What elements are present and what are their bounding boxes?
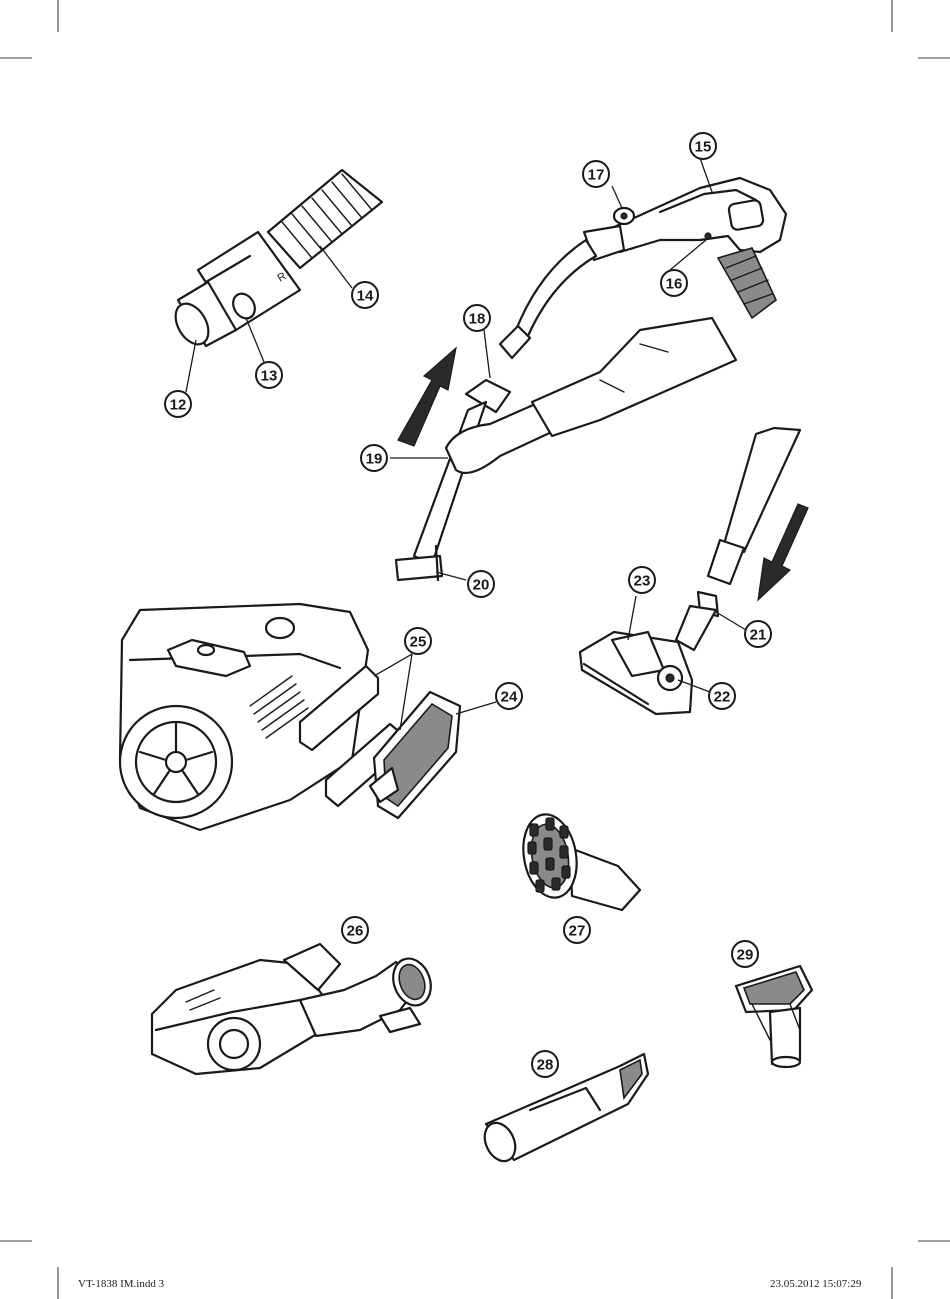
callout-29: 29: [732, 941, 758, 967]
svg-text:15: 15: [695, 139, 712, 156]
footer-timestamp: 23.05.2012 15:07:29: [770, 1278, 861, 1290]
callout-28: 28: [532, 1051, 558, 1077]
svg-text:16: 16: [666, 276, 683, 293]
callout-24: 24: [496, 683, 522, 709]
callout-12: 12: [165, 391, 191, 417]
svg-text:14: 14: [357, 288, 374, 305]
svg-text:24: 24: [501, 689, 518, 706]
floor-brush-illustration: [580, 428, 808, 714]
callout-23: 23: [629, 567, 655, 593]
turbo-brush-illustration: [152, 944, 437, 1074]
hose-connector-illustration: R: [169, 170, 382, 350]
callout-25: 25: [405, 628, 431, 654]
upholstery-nozzle-illustration: [736, 966, 812, 1067]
callout-16: 16: [661, 270, 687, 296]
svg-text:20: 20: [473, 577, 490, 594]
svg-text:25: 25: [410, 634, 427, 651]
svg-text:28: 28: [537, 1057, 554, 1074]
svg-text:21: 21: [750, 627, 767, 644]
callout-22: 22: [709, 683, 735, 709]
svg-text:19: 19: [366, 451, 383, 468]
callout-13: 13: [256, 362, 282, 388]
svg-text:26: 26: [347, 923, 364, 940]
svg-text:13: 13: [261, 368, 278, 385]
svg-text:23: 23: [634, 573, 651, 590]
svg-text:17: 17: [588, 167, 605, 184]
svg-text:18: 18: [469, 311, 486, 328]
callout-17: 17: [583, 161, 609, 187]
svg-text:27: 27: [569, 923, 586, 940]
callout-27: 27: [564, 917, 590, 943]
callout-20: 20: [468, 571, 494, 597]
callout-18: 18: [464, 305, 490, 331]
svg-text:12: 12: [170, 397, 187, 414]
footer-filename: VT-1838 IM.indd 3: [78, 1278, 164, 1290]
svg-text:22: 22: [714, 689, 731, 706]
callout-26: 26: [342, 917, 368, 943]
callout-15: 15: [690, 133, 716, 159]
callout-14: 14: [352, 282, 378, 308]
callout-21: 21: [745, 621, 771, 647]
callout-19: 19: [361, 445, 387, 471]
svg-text:29: 29: [737, 947, 754, 964]
telescopic-tube-handle-illustration: [396, 178, 786, 580]
crevice-tool-illustration: [479, 1054, 648, 1166]
dusting-brush-illustration: [517, 810, 640, 910]
